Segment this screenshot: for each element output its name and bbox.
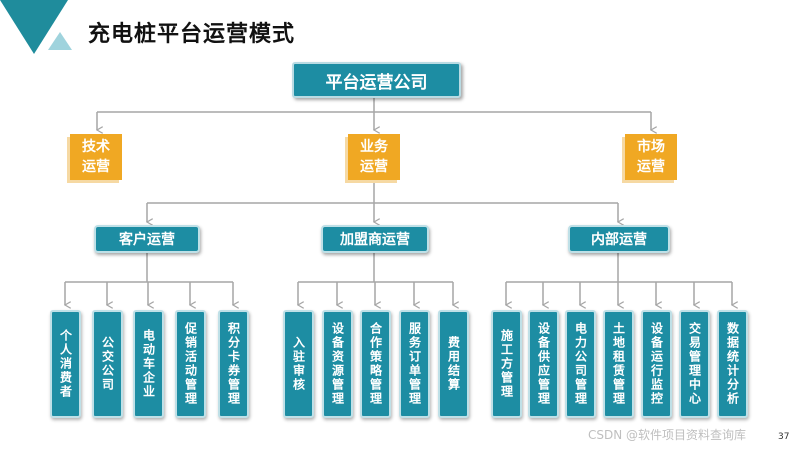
- leaf-contractor-management: 施工方管理: [491, 310, 522, 418]
- leaf-label: 积分卡券管理: [226, 322, 241, 406]
- node-business-ops: 业务 运营: [348, 134, 400, 180]
- leaf-transaction-management-center: 交易管理中心: [679, 310, 710, 418]
- watermark-text: CSDN @软件项目资料查询库: [588, 428, 747, 442]
- leaf-label: 个人消费者: [58, 329, 73, 399]
- leaf-fee-settlement: 费用结算: [438, 310, 469, 418]
- node-business-ops-line2: 运营: [360, 159, 388, 175]
- page-title: 充电桩平台运营模式: [88, 22, 296, 47]
- leaf-label: 施工方管理: [499, 329, 514, 399]
- node-internal-ops: 内部运营: [568, 225, 670, 253]
- leaf-power-company-management: 电力公司管理: [565, 310, 596, 418]
- leaf-label: 费用结算: [446, 336, 461, 392]
- leaf-label: 电动车企业: [141, 329, 156, 399]
- leaf-label: 服务订单管理: [407, 322, 422, 406]
- leaf-bus-company: 公交公司: [92, 310, 123, 418]
- leaf-service-order-management: 服务订单管理: [399, 310, 430, 418]
- root-node-platform-company: 平台运营公司: [292, 62, 461, 98]
- leaf-points-coupon-management: 积分卡券管理: [218, 310, 249, 418]
- node-business-ops-line1: 业务: [360, 139, 388, 155]
- node-tech-ops-line1: 技术: [82, 139, 110, 155]
- node-market-ops-line1: 市场: [637, 139, 665, 155]
- node-franchise-ops: 加盟商运营: [321, 225, 429, 253]
- leaf-label: 设备供应管理: [536, 322, 551, 406]
- node-market-ops-line2: 运营: [637, 159, 665, 175]
- leaf-partnership-strategy-management: 合作策略管理: [360, 310, 391, 418]
- node-customer-ops: 客户运营: [94, 225, 200, 253]
- leaf-label: 合作策略管理: [368, 322, 383, 406]
- leaf-label: 交易管理中心: [687, 322, 702, 406]
- leaf-equipment-resource-management: 设备资源管理: [322, 310, 353, 418]
- node-market-ops: 市场 运营: [625, 134, 677, 180]
- leaf-label: 电力公司管理: [573, 322, 588, 406]
- leaf-label: 设备资源管理: [330, 322, 345, 406]
- leaf-data-statistics-analysis: 数据统计分析: [717, 310, 748, 418]
- leaf-label: 公交公司: [100, 336, 115, 392]
- leaf-land-lease-management: 土地租赁管理: [603, 310, 634, 418]
- node-tech-ops-line2: 运营: [82, 159, 110, 175]
- leaf-label: 入驻审核: [291, 336, 306, 392]
- leaf-label: 土地租赁管理: [611, 322, 626, 406]
- leaf-ev-enterprise: 电动车企业: [133, 310, 164, 418]
- leaf-promotion-management: 促销活动管理: [175, 310, 206, 418]
- leaf-equipment-operation-monitoring: 设备运行监控: [641, 310, 672, 418]
- node-tech-ops: 技术 运营: [70, 134, 122, 180]
- leaf-label: 数据统计分析: [725, 322, 740, 406]
- teal-triangle-icon: [0, 0, 72, 54]
- leaf-individual-consumer: 个人消费者: [50, 310, 81, 418]
- leaf-label: 设备运行监控: [649, 322, 664, 406]
- leaf-equipment-supply-management: 设备供应管理: [528, 310, 559, 418]
- leaf-label: 促销活动管理: [183, 322, 198, 406]
- leaf-onboarding-review: 入驻审核: [283, 310, 314, 418]
- page-number: 37: [778, 432, 790, 442]
